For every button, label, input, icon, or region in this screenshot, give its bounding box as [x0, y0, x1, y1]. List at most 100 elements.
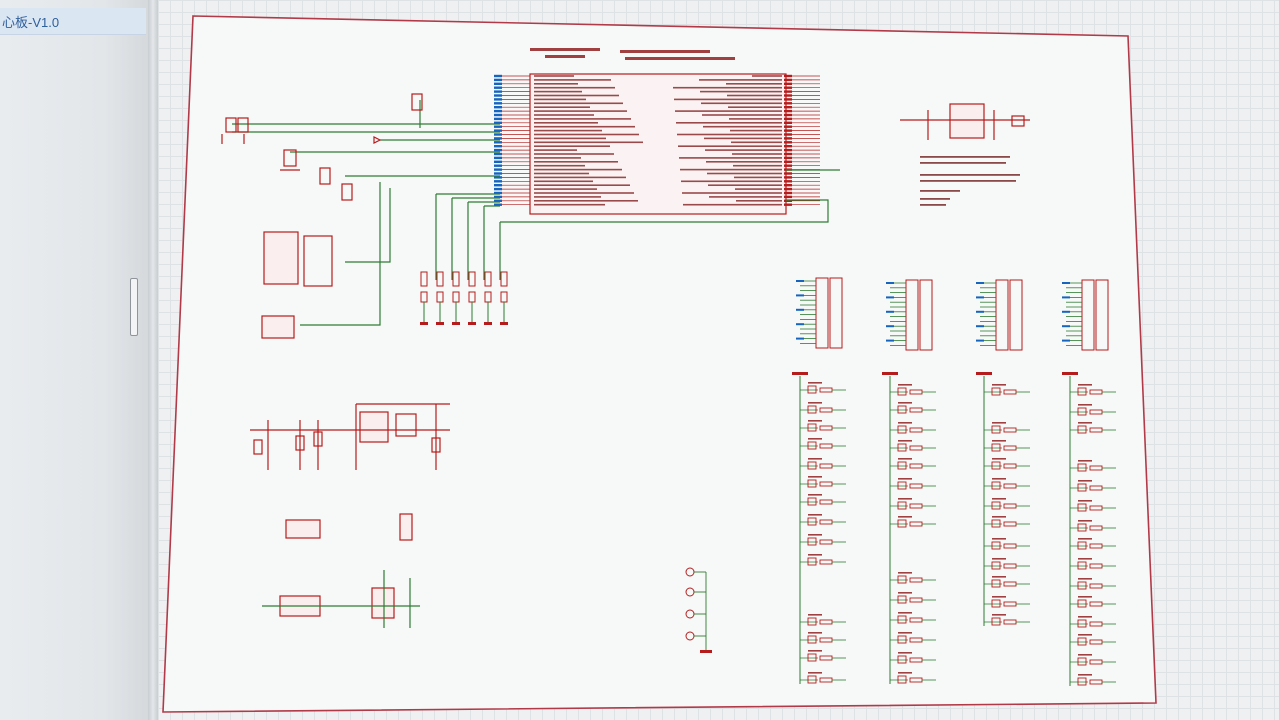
ref-designator	[808, 614, 822, 616]
project-tree-item-label: 心板-V1.0	[2, 14, 60, 30]
pin-name	[534, 157, 581, 159]
sheet-notes	[530, 48, 735, 60]
pin-name	[731, 141, 782, 144]
net-label	[494, 148, 502, 152]
power-label	[792, 372, 808, 375]
led	[807, 461, 817, 470]
ref-designator	[898, 516, 912, 518]
led	[897, 425, 907, 434]
led	[991, 481, 1001, 490]
pin-name	[709, 196, 782, 198]
led	[1077, 677, 1087, 686]
ref-designator	[808, 494, 822, 496]
pin-name	[699, 79, 782, 81]
project-tree-item[interactable]: 心板-V1.0	[0, 8, 146, 35]
net-label	[494, 129, 502, 132]
gnd-symbol	[420, 322, 428, 325]
led	[991, 519, 1001, 528]
pin-name	[534, 110, 627, 112]
panel-splitter[interactable]	[148, 0, 158, 720]
pin-name	[736, 200, 782, 202]
led	[1077, 425, 1087, 434]
ref-designator	[992, 614, 1006, 616]
ref-designator	[808, 534, 822, 536]
pin-marker	[784, 109, 792, 113]
gnd-symbol	[484, 322, 492, 325]
net-label	[1062, 296, 1070, 299]
led	[1077, 407, 1087, 416]
ref-designator	[898, 478, 912, 480]
led	[807, 423, 817, 432]
ref-designator	[992, 422, 1006, 424]
pin-marker	[784, 117, 792, 121]
pin-name	[708, 184, 782, 186]
net-label	[976, 339, 984, 342]
pin-marker	[784, 90, 792, 93]
pin-marker	[784, 78, 792, 82]
note-line	[920, 198, 950, 200]
led	[807, 675, 817, 684]
led	[897, 595, 907, 604]
ref-designator	[1078, 520, 1092, 522]
header-body	[815, 277, 829, 349]
led	[897, 655, 907, 664]
led	[991, 501, 1001, 510]
led	[1077, 657, 1087, 666]
net-label	[494, 74, 502, 78]
gnd-symbol	[436, 322, 444, 325]
net-label	[494, 152, 502, 156]
pin-name	[726, 83, 782, 85]
power-circuit	[250, 403, 450, 470]
net-label	[976, 296, 984, 299]
ref-designator	[1078, 674, 1092, 676]
pin-marker	[784, 141, 792, 144]
net-label	[494, 109, 502, 113]
header-body	[905, 279, 919, 351]
power-label	[1062, 372, 1078, 375]
pin-name	[707, 172, 782, 175]
pin-marker	[784, 121, 792, 124]
net-label	[494, 145, 502, 148]
pin-marker	[784, 137, 792, 140]
net-label	[1062, 325, 1070, 328]
net-label	[494, 187, 502, 191]
led	[1077, 483, 1087, 492]
ref-designator	[898, 592, 912, 594]
pin-name	[534, 184, 630, 186]
net-label	[886, 296, 894, 299]
pin-name	[677, 133, 782, 136]
led	[897, 405, 907, 414]
pin-name	[534, 180, 593, 183]
led	[897, 501, 907, 510]
resistor	[452, 271, 460, 287]
net-label	[494, 94, 502, 97]
pin-name	[534, 196, 601, 198]
ref-designator	[808, 632, 822, 634]
led	[807, 441, 817, 450]
ref-designator	[1078, 500, 1092, 502]
led	[897, 519, 907, 528]
ref-designator	[1078, 422, 1092, 424]
project-panel: 心板-V1.0	[0, 0, 149, 720]
ref-designator	[898, 422, 912, 424]
pin-name	[534, 94, 619, 97]
pin-name	[700, 90, 782, 93]
led	[991, 387, 1001, 396]
net-label	[494, 125, 502, 128]
ref-designator	[992, 478, 1006, 480]
pin-name	[674, 98, 782, 101]
ref-designator	[992, 498, 1006, 500]
panel-collapse-handle[interactable]	[130, 278, 138, 336]
pin-marker	[784, 172, 792, 175]
pin-name	[534, 164, 585, 167]
ref-designator	[808, 458, 822, 460]
pin-marker	[784, 187, 792, 191]
pin-name	[735, 188, 782, 190]
resistor	[468, 271, 476, 287]
pin-name	[534, 203, 605, 206]
led	[807, 653, 817, 662]
pin-name	[678, 145, 782, 147]
pin-marker	[784, 102, 792, 105]
led	[991, 461, 1001, 470]
